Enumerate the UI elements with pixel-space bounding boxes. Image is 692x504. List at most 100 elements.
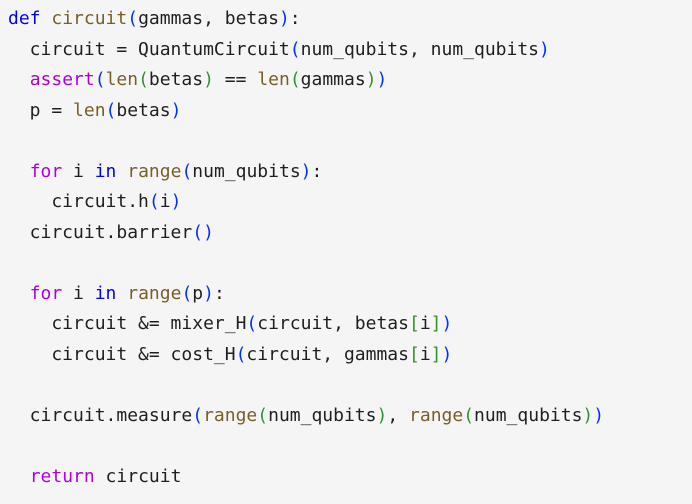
code-token: range [409,404,464,426]
code-token: ( [127,8,139,29]
code-token: num_qubits, num_qubits [300,38,540,60]
code-token: circuit, betas [257,313,409,334]
code-line: circuit &= mixer_H(circuit, betas[i]) [8,309,692,340]
code-token: ) [539,38,550,60]
code-token: ) [203,282,214,304]
code-line: circuit.barrier() [8,218,692,249]
code-token: ( [181,282,193,304]
code-line: circuit.measure(range(num_qubits), range… [8,401,692,432]
code-token: i [62,160,95,182]
code-line: circuit = QuantumCircuit(num_qubits, num… [8,35,692,66]
code-token: ) [365,69,377,90]
code-line: circuit &= cost_H(circuit, gammas[i]) [8,340,692,371]
code-token [116,161,127,182]
code-line: for i in range(p): [8,279,692,310]
code-token: ( [289,38,301,60]
code-token: ) [582,404,594,426]
code-token [8,161,30,182]
code-token: range [127,282,182,304]
code-token: range [203,404,258,426]
code-line [8,431,692,462]
code-token: len [257,69,290,90]
code-token: ( [181,160,193,182]
code-token: ( [148,191,160,212]
code-token: betas [148,69,204,90]
code-token: i [159,191,171,212]
code-token [116,283,127,304]
code-token: == [213,69,258,90]
code-line: for i in range(num_qubits): [8,157,692,188]
code-token [8,283,30,304]
code-token: circuit &= cost_H [8,343,236,365]
code-token: : [311,160,323,182]
code-token: ( [192,404,204,426]
code-token: ) [376,69,388,90]
code-token: : [213,282,225,304]
code-token: num_qubits [192,160,301,182]
code-token [8,69,30,90]
code-token: circuit.h [8,191,149,212]
code-token: p [192,282,204,304]
code-token: ) [300,160,312,182]
code-token: len [105,69,139,90]
code-token: i [62,282,95,304]
code-token: circuit [94,465,182,487]
code-line: assert(len(betas) == len(gammas)) [8,65,692,96]
code-token: [ [408,343,420,365]
code-token: range [127,160,182,182]
code-token: circuit, gammas [246,343,409,365]
code-token: ) [278,8,290,29]
code-token: ( [105,99,117,121]
code-token: len [73,99,106,121]
code-line [8,248,692,279]
code-token: in [94,160,117,182]
code-token: ( [463,404,475,426]
code-token: in [94,282,117,304]
code-token: gammas [300,69,366,90]
code-token: def [8,8,41,29]
code-token: ) [376,404,388,426]
code-token: ( [289,69,301,90]
code-token: ( [94,69,106,90]
code-line: p = len(betas) [8,96,692,127]
code-token: , [387,404,410,426]
code-token: () [192,221,214,243]
code-token: return [29,465,95,487]
code-token: ( [138,69,149,90]
code-token: num_qubits [268,404,377,426]
code-line: return circuit [8,462,692,493]
code-token: ) [170,99,182,121]
code-token: ) [593,404,605,426]
code-token: i [419,343,431,365]
code-token: for [29,282,63,304]
code-token: circuit.measure [8,404,193,426]
code-token: assert [29,69,95,90]
code-token: circuit [51,8,128,29]
code-token: ( [235,343,247,365]
code-token: : [289,8,301,29]
code-token: p = [8,99,74,121]
code-token: ) [441,343,453,365]
code-token [8,466,30,487]
code-token: ( [246,313,258,334]
code-token: ) [170,191,182,212]
code-line: def circuit(gammas, betas): [8,4,692,35]
code-token: for [29,160,63,182]
code-line [8,370,692,401]
code-token: i [419,313,431,334]
code-token: circuit.barrier [8,221,193,243]
code-token: circuit &= mixer_H [8,313,247,334]
code-token: ( [257,404,269,426]
code-token: num_qubits [474,404,583,426]
code-token [41,8,52,29]
code-token: betas [116,99,171,121]
code-token: ) [203,69,214,90]
code-token: [ [408,313,420,334]
code-token: ] [430,343,442,365]
code-token: circuit = QuantumCircuit [8,38,290,60]
code-token: gammas, betas [138,8,279,29]
code-line: circuit.h(i) [8,187,692,218]
code-line [8,126,692,157]
code-token: ] [430,313,442,334]
